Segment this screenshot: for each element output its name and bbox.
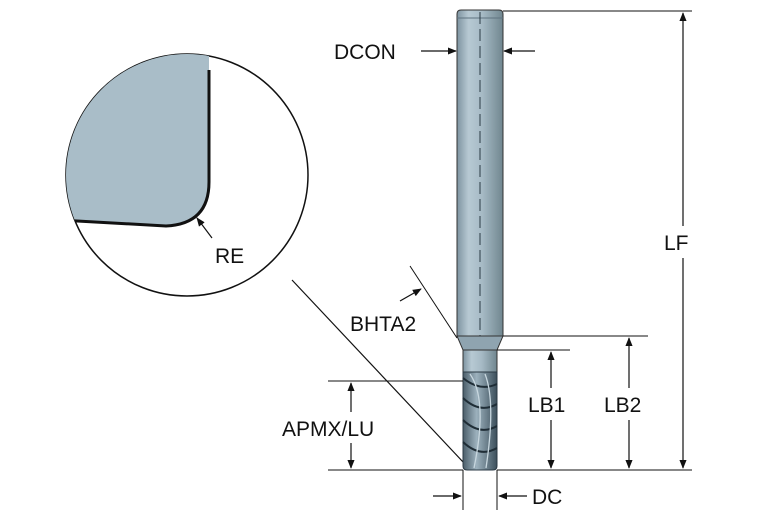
apmx-lu-label: APMX/LU xyxy=(282,418,374,441)
lb2-dimension: LB2 xyxy=(503,335,648,469)
apmx-lu-dimension: APMX/LU xyxy=(282,380,463,471)
detail-leader-line xyxy=(291,279,465,464)
tool-neck-taper xyxy=(456,335,504,351)
re-label: RE xyxy=(215,245,244,268)
end-mill-tool xyxy=(456,9,504,471)
zoom-detail-circle: RE xyxy=(65,53,309,297)
re-arrow xyxy=(196,217,213,239)
bhta2-dimension: BHTA2 xyxy=(350,265,458,339)
dc-label: DC xyxy=(532,486,562,509)
lb1-label: LB1 xyxy=(528,394,565,417)
corner-radius-region xyxy=(66,54,209,226)
tool-neck xyxy=(462,349,498,373)
dc-dimension: DC xyxy=(433,470,562,510)
dcon-label: DCON xyxy=(334,41,396,64)
dcon-dimension: DCON xyxy=(334,41,535,64)
bhta2-label: BHTA2 xyxy=(350,313,416,336)
corner-radius-edge xyxy=(66,70,211,228)
lf-label: LF xyxy=(664,232,689,255)
lb1-dimension: LB1 xyxy=(497,349,570,469)
lb2-label: LB2 xyxy=(604,394,641,417)
lf-dimension: LF xyxy=(497,10,692,471)
